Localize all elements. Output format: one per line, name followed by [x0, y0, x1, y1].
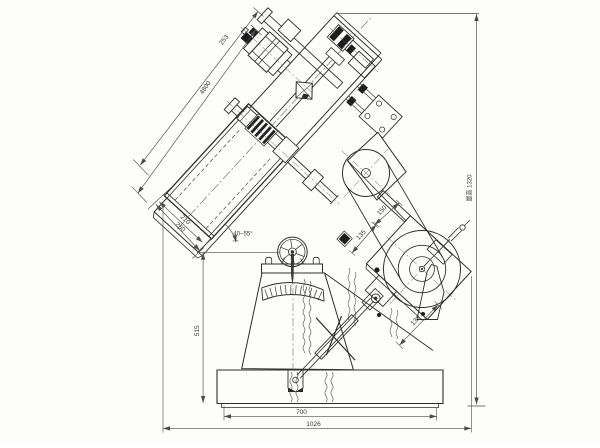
- svg-text:最高 1320: 最高 1320: [466, 174, 474, 202]
- svg-text:1026: 1026: [306, 421, 321, 428]
- svg-text:515: 515: [194, 325, 201, 336]
- svg-text:40~55°: 40~55°: [233, 232, 253, 238]
- svg-text:700: 700: [296, 409, 307, 416]
